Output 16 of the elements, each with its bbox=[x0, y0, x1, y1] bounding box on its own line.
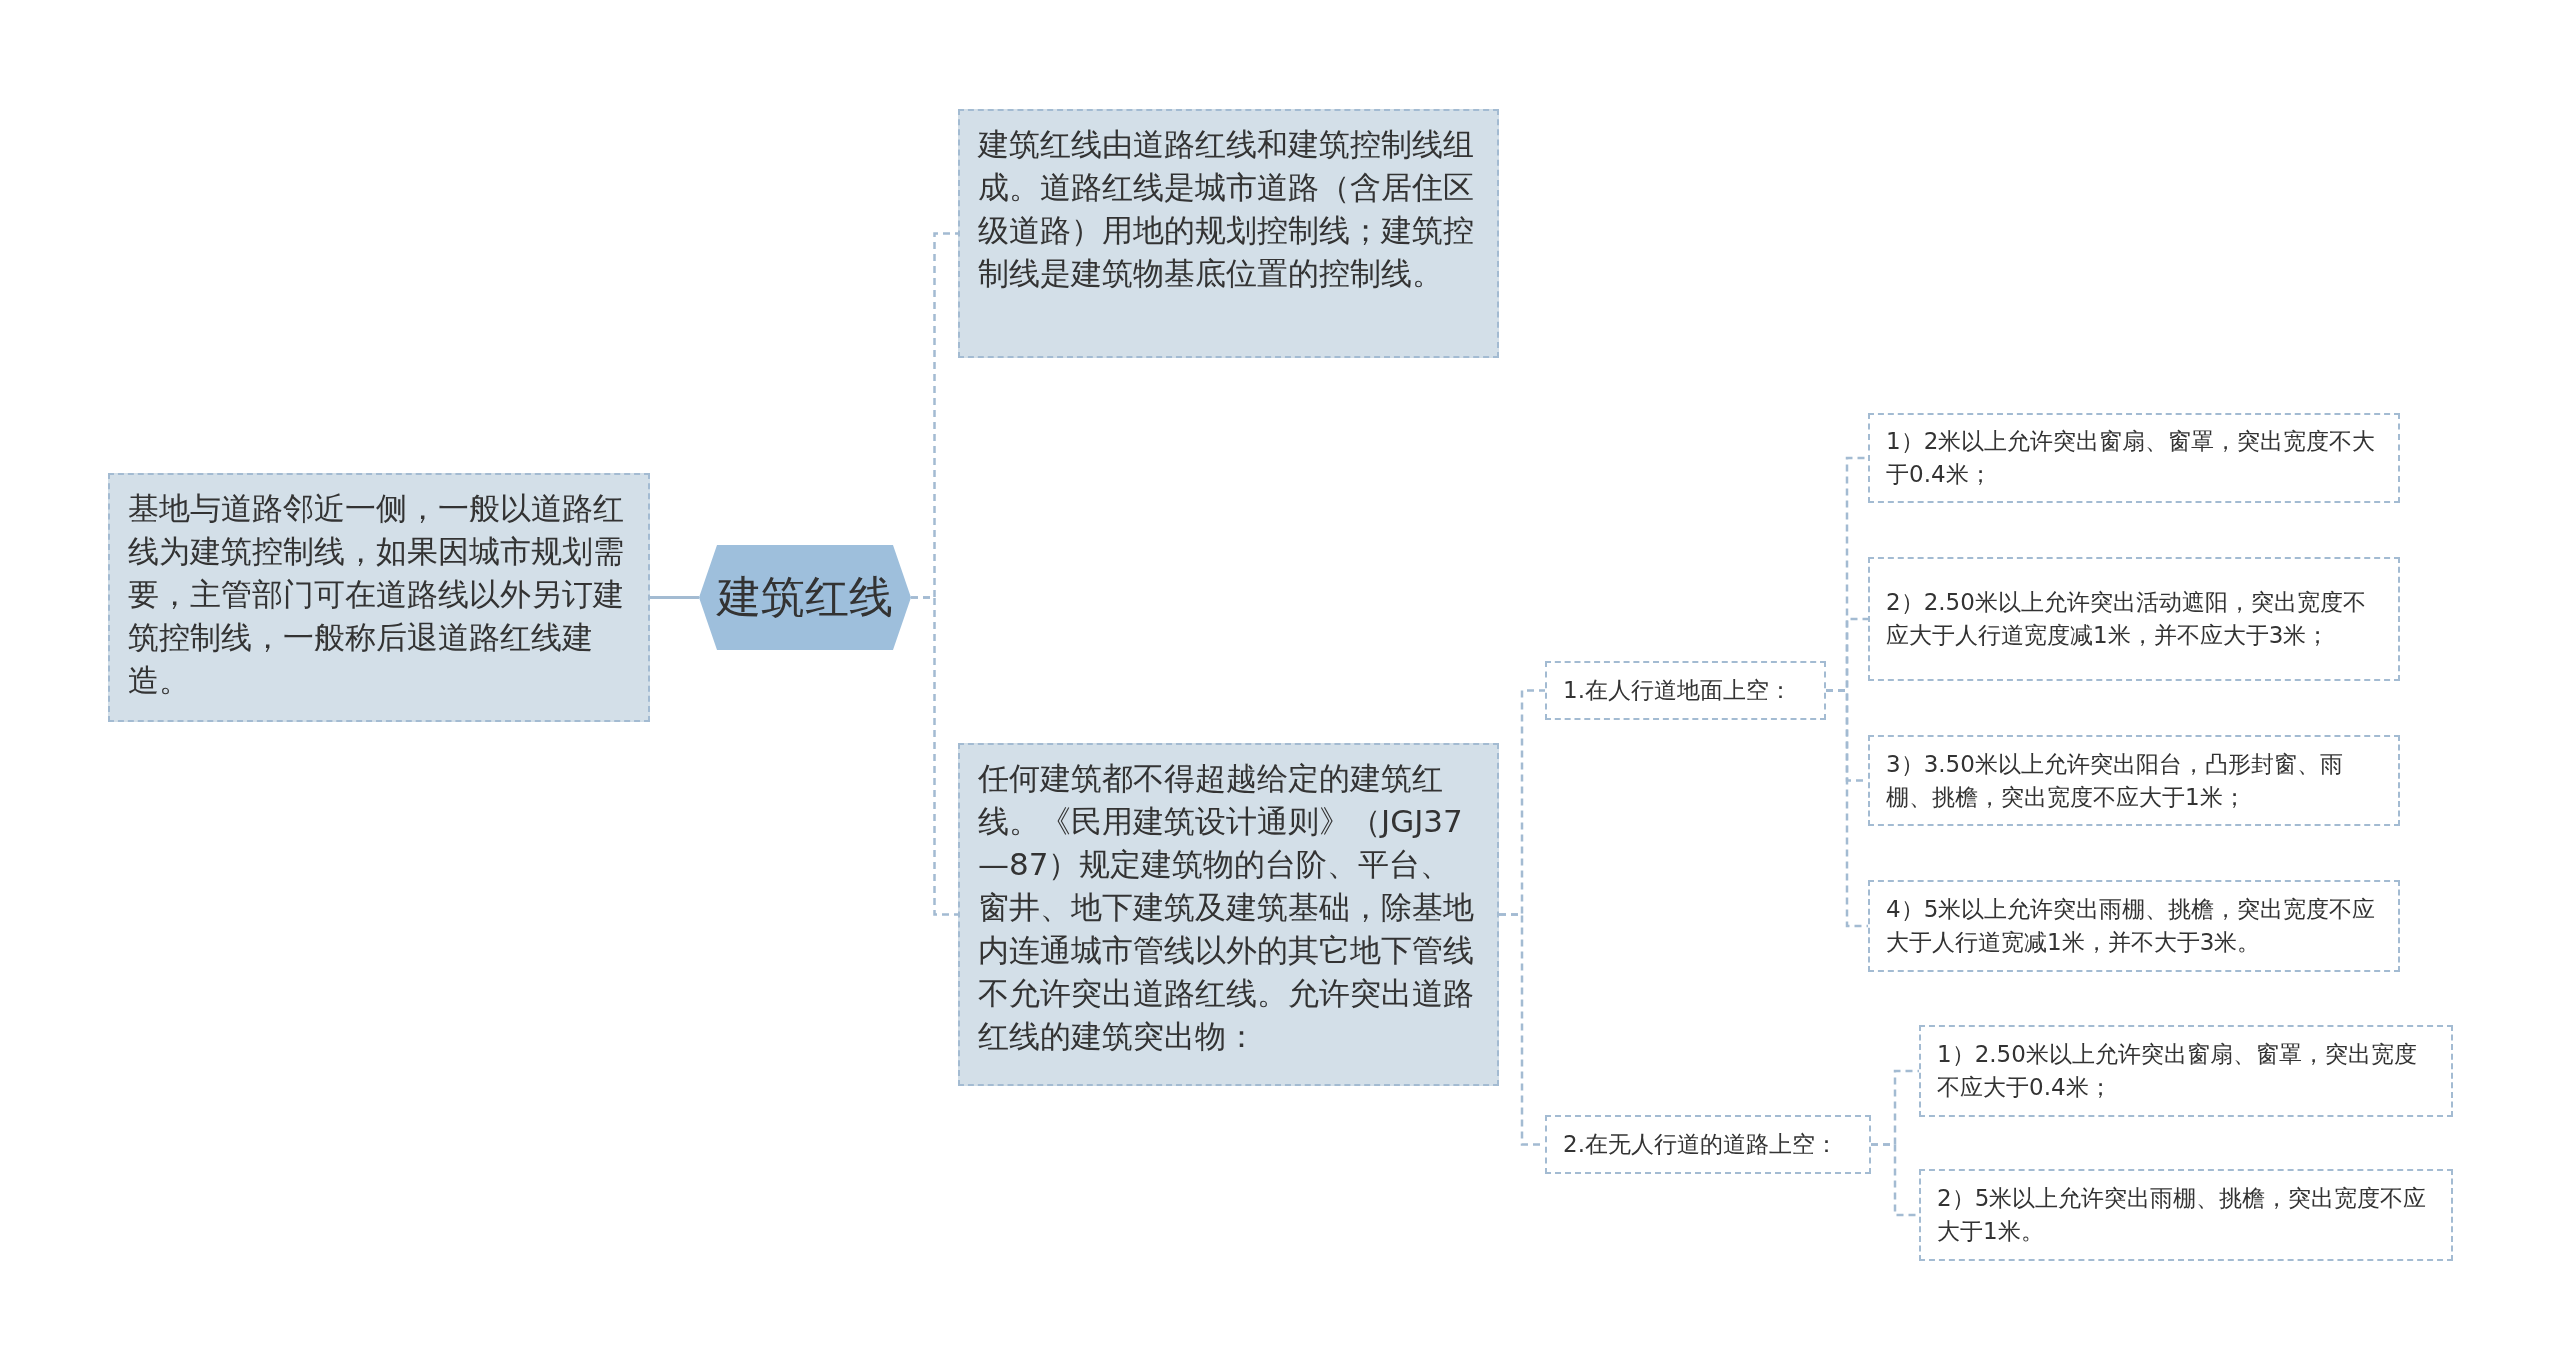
text-box: 建筑红线由道路红线和建筑控制线组成。道路红线是城市道路（含居住区级道路）用地的规划控制线；建筑控制线是建筑物基底位置的控制线。 bbox=[958, 109, 1499, 358]
connector-line bbox=[911, 596, 958, 916]
connector-line bbox=[650, 596, 699, 599]
text-box: 任何建筑都不得超越给定的建筑红线。《民用建筑设计通则》（JGJ37—87）规定建筑物的台阶、平台、窗井、地下建筑及建筑基础，除基地内连通城市管线以外的其它地下管线不允许突出道路红线。允许突出道路红线的建筑突出物： bbox=[958, 743, 1499, 1086]
note-box: 2）5米以上允许突出雨棚、挑檐，突出宽度不应大于1米。 bbox=[1919, 1169, 2453, 1261]
topic-hexagon: 建筑红线 bbox=[699, 545, 911, 650]
note-box: 2）2.50米以上允许突出活动遮阳，突出宽度不应大于人行道宽度减1米，并不应大于3米； bbox=[1868, 557, 2400, 681]
connector-line bbox=[1826, 689, 1868, 928]
connector-line bbox=[1871, 1143, 1919, 1217]
note-box: 1）2.50米以上允许突出窗扇、窗罩，突出宽度不应大于0.4米； bbox=[1919, 1025, 2453, 1117]
text-box: 基地与道路邻近一侧，一般以道路红线为建筑控制线，如果因城市规划需要，主管部门可在道路线以外另订建筑控制线，一般称后退道路红线建造。 bbox=[108, 473, 650, 722]
note-box: 3）3.50米以上允许突出阳台，凸形封窗、雨棚、挑檐，突出宽度不应大于1米； bbox=[1868, 735, 2400, 826]
note-box: 4）5米以上允许突出雨棚、挑檐，突出宽度不应大于人行道宽减1米，并不大于3米。 bbox=[1868, 880, 2400, 972]
note-box: 1）2米以上允许突出窗扇、窗罩，突出宽度不大于0.4米； bbox=[1868, 413, 2400, 503]
note-box: 1.在人行道地面上空： bbox=[1545, 661, 1826, 720]
note-box: 2.在无人行道的道路上空： bbox=[1545, 1115, 1871, 1174]
